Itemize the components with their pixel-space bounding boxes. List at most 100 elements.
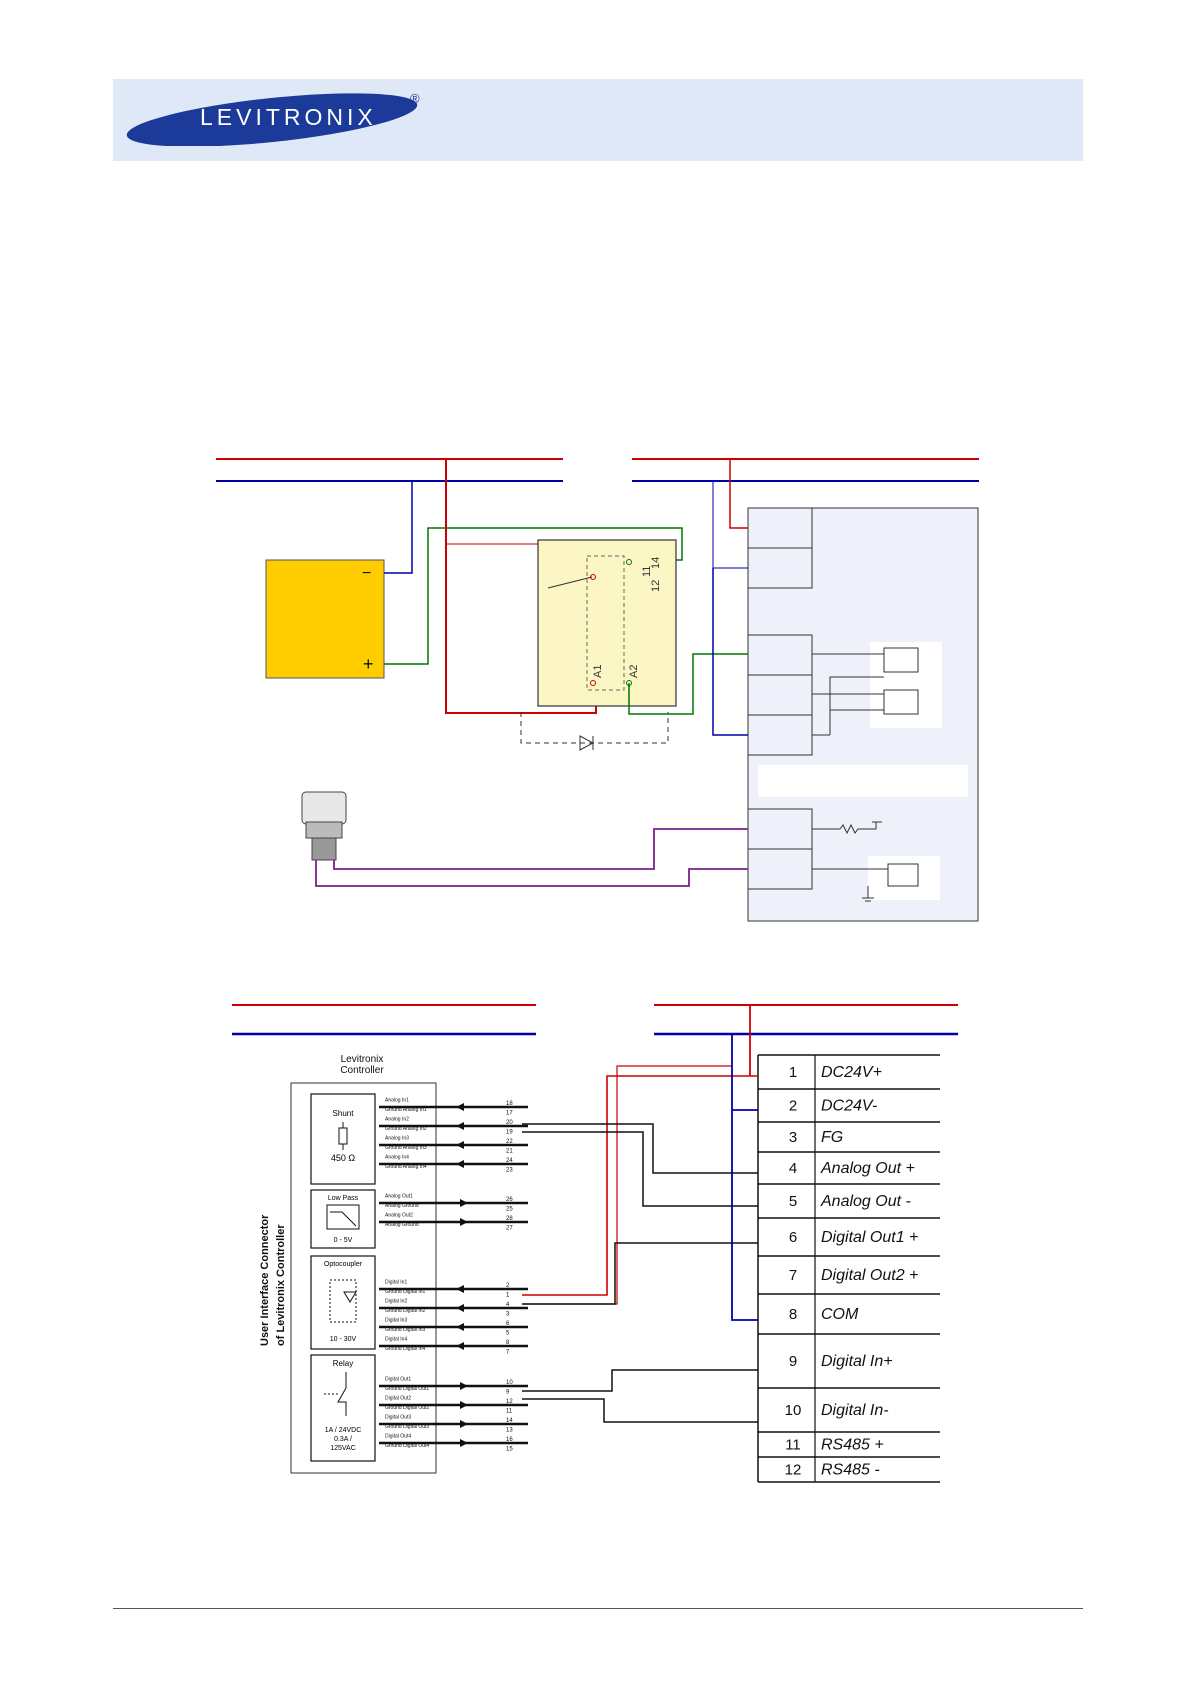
signal-pin-number: 3 bbox=[506, 1312, 510, 1318]
wire-term-8-blue bbox=[731, 1034, 758, 1321]
signal-pin-number: 5 bbox=[506, 1331, 510, 1337]
wire-ground-digital-out1 bbox=[522, 1398, 758, 1423]
ps-plus-label: + bbox=[363, 654, 374, 674]
terminal-number: 11 bbox=[785, 1437, 801, 1454]
signal-arrow bbox=[456, 1122, 464, 1130]
terminal-label: Digital Out2 + bbox=[821, 1267, 918, 1284]
signal-pin-number: 15 bbox=[506, 1447, 513, 1453]
terminal-label: Digital In+ bbox=[821, 1353, 893, 1370]
wire-purple-1 bbox=[333, 828, 748, 870]
signal-arrow bbox=[456, 1342, 464, 1350]
signal-label: Ground Digital Out1 bbox=[385, 1386, 429, 1392]
signal-label: Ground Digital Out4 bbox=[385, 1443, 429, 1449]
signal-pin-number: 4 bbox=[506, 1302, 510, 1308]
terminal-number: 6 bbox=[789, 1229, 797, 1246]
terminal-label: DC24V- bbox=[821, 1098, 877, 1115]
resistor-symbol bbox=[839, 822, 877, 835]
signal-pin-number: 24 bbox=[506, 1158, 513, 1164]
signal-pin-number: 11 bbox=[506, 1409, 513, 1415]
opto-title: Optocoupler bbox=[324, 1261, 363, 1268]
signal-arrow bbox=[456, 1160, 464, 1168]
terminal-label: RS485 - bbox=[821, 1462, 880, 1479]
lowpass-title: Low Pass bbox=[328, 1195, 359, 1202]
signal-arrow bbox=[456, 1304, 464, 1312]
wire-green-a2 bbox=[628, 653, 748, 715]
terminal-number: 5 bbox=[789, 1193, 797, 1210]
wire-purple-2 bbox=[315, 860, 748, 887]
terminal-number: 7 bbox=[789, 1267, 797, 1284]
signal-pin-number: 2 bbox=[506, 1283, 510, 1289]
logo-text: LEVITRONIX bbox=[200, 104, 377, 130]
terminal-number: 3 bbox=[789, 1129, 797, 1146]
signal-pin-number: 26 bbox=[506, 1197, 513, 1203]
signal-label: Analog Ground bbox=[385, 1203, 419, 1209]
terminal-label: FG bbox=[821, 1129, 843, 1146]
terminal-label: DC24V+ bbox=[821, 1064, 882, 1081]
terminal-label: Analog Out + bbox=[820, 1160, 915, 1177]
signal-arrow bbox=[456, 1323, 464, 1331]
signal-label: Analog Out2 bbox=[385, 1213, 413, 1219]
signal-label: Analog Out1 bbox=[385, 1194, 413, 1200]
ps-minus-label: − bbox=[362, 565, 371, 582]
signal-arrow bbox=[460, 1382, 468, 1390]
wiring-diagram-relay: − + A1 A2 12 11 14 bbox=[216, 458, 979, 922]
signal-pin-number: 6 bbox=[506, 1321, 510, 1327]
signal-label: Ground Digital In4 bbox=[385, 1346, 426, 1352]
relay-pin-a2: A2 bbox=[628, 665, 640, 678]
signal-label: Ground Digital In3 bbox=[385, 1327, 426, 1333]
signal-arrow bbox=[456, 1141, 464, 1149]
signal-arrow bbox=[460, 1218, 468, 1226]
signal-label: Digital In1 bbox=[385, 1280, 407, 1286]
signal-arrow bbox=[460, 1401, 468, 1409]
signal-label: Digital In2 bbox=[385, 1299, 407, 1305]
terminal-number: 12 bbox=[785, 1462, 802, 1479]
signal-pin-number: 23 bbox=[506, 1168, 513, 1174]
side-title-1: User Interface Connector bbox=[259, 1214, 271, 1346]
signal-pin-number: 9 bbox=[506, 1390, 510, 1396]
signal-arrow bbox=[456, 1285, 464, 1293]
wire-ctrl-minus bbox=[712, 568, 748, 736]
signal-pin-number: 21 bbox=[506, 1149, 513, 1155]
signal-label: Digital Out1 bbox=[385, 1377, 411, 1383]
signal-pin-number: 8 bbox=[506, 1340, 510, 1346]
signal-arrow bbox=[460, 1420, 468, 1428]
signal-label: Ground Digital In2 bbox=[385, 1308, 426, 1314]
signal-arrow bbox=[456, 1103, 464, 1111]
relay-title: Relay bbox=[333, 1359, 353, 1368]
relay-value-3: 125VAC bbox=[330, 1445, 356, 1452]
signal-pin-number: 7 bbox=[506, 1350, 510, 1356]
terminal-number: 1 bbox=[789, 1064, 797, 1081]
wire-ctrl-plus bbox=[729, 459, 748, 529]
push-button bbox=[301, 791, 347, 825]
terminal-number: 9 bbox=[789, 1353, 797, 1370]
signal-pin-number: 13 bbox=[506, 1428, 513, 1434]
signal-label: Digital Out3 bbox=[385, 1415, 411, 1421]
signal-label: Ground Analog In1 bbox=[385, 1107, 427, 1113]
opto-value: 10 - 30V bbox=[330, 1336, 357, 1343]
controller-title-2: Controller bbox=[340, 1065, 384, 1076]
signal-pin-number: 19 bbox=[506, 1130, 513, 1136]
signal-label: Digital Out2 bbox=[385, 1396, 411, 1402]
signal-pin-number: 17 bbox=[506, 1111, 513, 1117]
wire-digital-out1 bbox=[522, 1369, 758, 1392]
relay-value-1: 1A / 24VDC bbox=[325, 1427, 362, 1434]
wire-ps-minus bbox=[384, 481, 413, 574]
signal-label: Analog In2 bbox=[385, 1117, 409, 1123]
footer-rule bbox=[113, 1608, 1083, 1609]
signal-pin-number: 1 bbox=[506, 1293, 510, 1299]
terminal-number: 2 bbox=[789, 1098, 797, 1115]
opto-tile-2 bbox=[868, 856, 940, 900]
signal-pin-number: 27 bbox=[506, 1226, 513, 1232]
signal-pin-number: 22 bbox=[506, 1139, 513, 1145]
wire-digital-in1-ground bbox=[522, 1242, 758, 1305]
terminal-label: Digital Out1 + bbox=[821, 1229, 918, 1246]
wire-red-2 bbox=[522, 1065, 732, 1305]
signal-pin-number: 20 bbox=[506, 1120, 513, 1126]
block-relay bbox=[310, 1354, 376, 1462]
signal-arrow bbox=[460, 1439, 468, 1447]
signal-label: Digital In4 bbox=[385, 1337, 407, 1343]
signal-label: Ground Analog In2 bbox=[385, 1126, 427, 1132]
signal-pin-number: 25 bbox=[506, 1207, 513, 1213]
block-lowpass bbox=[310, 1189, 376, 1249]
